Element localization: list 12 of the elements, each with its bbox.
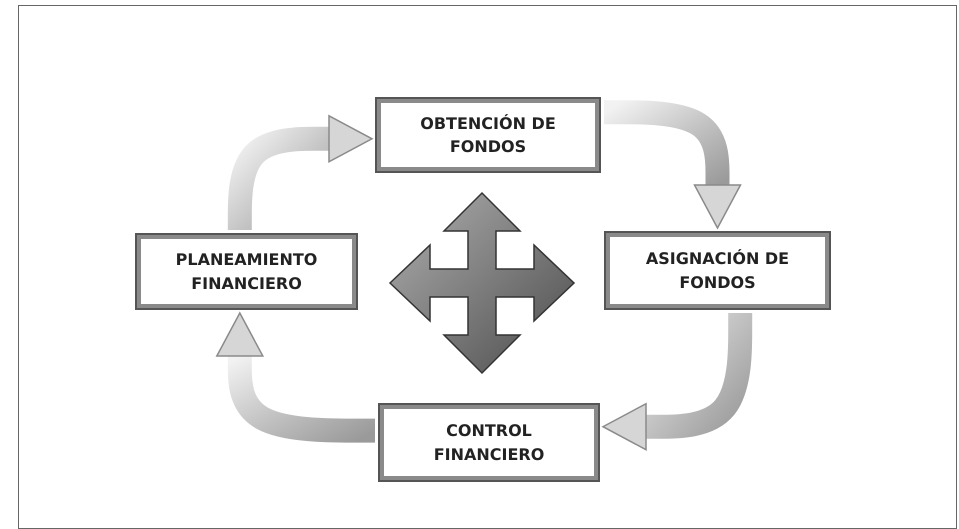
curved-arrow xyxy=(604,100,742,229)
process-box xyxy=(604,231,831,310)
process-box xyxy=(378,403,600,482)
curved-arrow xyxy=(216,312,375,443)
curved-arrow xyxy=(228,115,373,230)
box-label: PLANEAMIENTO FINANCIERO xyxy=(174,249,318,294)
process-box xyxy=(375,97,601,173)
box-label: CONTROL FINANCIERO xyxy=(432,420,546,466)
curved-arrow xyxy=(602,313,752,450)
box-label: ASIGNACIÓN DE FONDOS xyxy=(644,248,790,294)
process-box xyxy=(135,233,358,310)
box-label: OBTENCIÓN DE FONDOS xyxy=(419,112,557,158)
